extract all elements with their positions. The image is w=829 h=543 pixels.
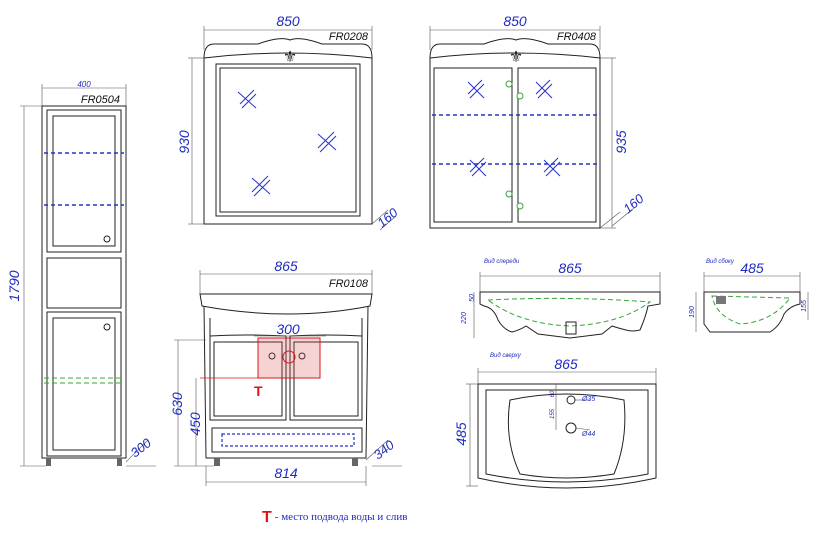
hole-2-offset: 155 — [550, 408, 556, 419]
sink-top-width: 865 — [554, 356, 578, 372]
column-height: 1790 — [6, 270, 22, 301]
vanity-top-width: 865 — [274, 258, 298, 274]
cabinet-width: 850 — [503, 13, 527, 29]
sink-top-depth: 485 — [453, 422, 469, 446]
fleur-ornament-icon: ⚜ — [283, 49, 297, 66]
pipe-zone-width: 300 — [276, 321, 300, 337]
sink-side-width: 485 — [740, 260, 764, 276]
vanity-body-width: 814 — [274, 465, 298, 481]
sink-side-title: Вид сбоку — [706, 259, 735, 265]
cabinet-height: 935 — [613, 130, 629, 154]
cabinet-code: FR0408 — [557, 31, 597, 43]
fleur-ornament-icon: ⚜ — [509, 49, 523, 66]
sink-side-rim: 155 — [801, 300, 808, 312]
sink-front-height: 220 — [461, 312, 468, 325]
column-code: FR0504 — [81, 94, 120, 106]
column-fr0504: 400 FR0504 1790 300 — [6, 80, 156, 467]
legend-text: - место подвода воды и слив — [274, 511, 408, 523]
cabinet-depth: 160 — [620, 190, 647, 216]
mirror-cabinet-fr0408: 850 FR0408 ⚜ 935 160 — [429, 13, 647, 229]
sink-top-view: Вид сверху 865 Ø35 Ø44 60 155 485 — [453, 353, 657, 489]
sink-front-view: Вид спереди 865 50 220 — [461, 259, 661, 339]
sink-front-width: 865 — [558, 260, 582, 276]
hole-1-diameter: Ø35 — [581, 396, 595, 403]
hole-1-offset: 60 — [550, 390, 556, 397]
sink-front-title: Вид спереди — [484, 259, 520, 265]
mirror-width: 850 — [276, 13, 300, 29]
vanity-code: FR0108 — [329, 278, 369, 290]
sink-front-rim: 50 — [469, 294, 476, 302]
mirror-code: FR0208 — [329, 31, 369, 43]
mirror-depth: 160 — [374, 204, 401, 230]
sink-top-title: Вид сверху — [490, 353, 522, 359]
column-width: 400 — [77, 80, 91, 89]
vanity-depth: 340 — [371, 437, 398, 463]
vanity-total-height: 630 — [169, 392, 185, 416]
mirror-height: 930 — [176, 130, 192, 154]
hole-2-diameter: Ø44 — [581, 431, 595, 438]
vanity-pipe-height: 450 — [187, 412, 203, 436]
mirror-fr0208: 850 FR0208 ⚜ 930 160 — [176, 13, 401, 230]
sink-side-view: Вид сбоку 485 190 155 — [689, 259, 809, 333]
legend-marker: T — [262, 509, 272, 526]
legend: T- место подвода воды и слив — [262, 509, 407, 527]
vanity-fr0108: 865 FR0108 300 T 814 630 450 — [169, 258, 402, 486]
sink-side-height: 190 — [689, 306, 696, 318]
pipe-marker: T — [254, 383, 263, 399]
